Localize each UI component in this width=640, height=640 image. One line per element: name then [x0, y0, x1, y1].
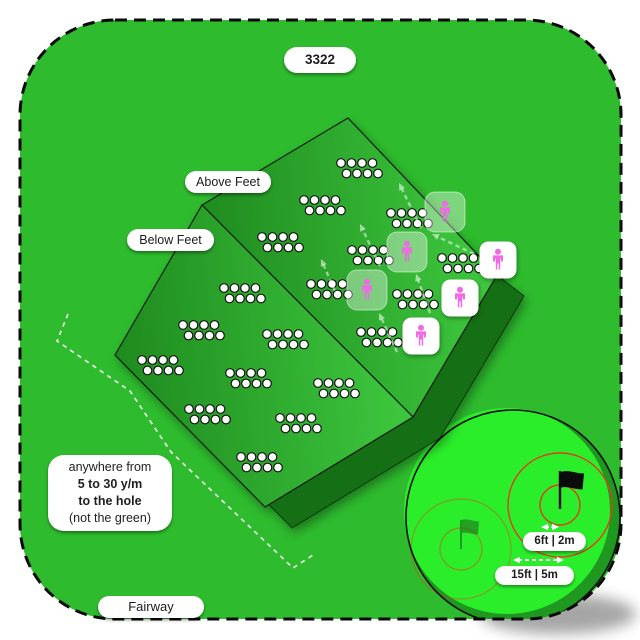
note-line-3: to the hole: [78, 494, 142, 508]
uphill-arrow: [432, 234, 475, 256]
below-feet-label: Below Feet: [127, 229, 214, 251]
dot-cluster: [275, 413, 322, 434]
uphill-arrow: [399, 183, 423, 229]
dot-cluster: [225, 368, 272, 389]
hole-radius-label: 6ft | 2m: [523, 532, 586, 551]
drill-number-pill: 3322: [284, 47, 356, 73]
course-dashed-border: [18, 18, 623, 621]
uphill-arrow: [415, 274, 432, 314]
dot-cluster: [313, 378, 360, 399]
outer-radius-arrow: [513, 556, 564, 564]
practice-zone-boundary: [56, 313, 314, 570]
dot-cluster: [336, 158, 383, 179]
uphill-arrow: [379, 313, 399, 353]
dot-cluster: [306, 279, 353, 300]
dot-cluster: [347, 245, 394, 266]
dot-cluster: [437, 253, 484, 274]
dot-cluster: [299, 195, 346, 216]
ghost-player-icon: [346, 269, 388, 311]
player-icon: [479, 241, 517, 279]
dot-cluster: [137, 355, 184, 376]
outer-radius-label: 15ft | 5m: [495, 566, 574, 585]
note-line-2: 5 to 30 y/m: [77, 477, 143, 491]
dot-cluster: [262, 329, 309, 350]
dot-cluster: [257, 232, 304, 253]
uphill-arrow: [360, 224, 382, 267]
player-icon: [441, 279, 479, 317]
dot-cluster: [219, 283, 266, 304]
below-feet-facet: [114, 204, 414, 508]
fairway-label: Fairway: [98, 596, 204, 618]
hole-radius-arrow: [541, 523, 559, 531]
note-line-1: anywhere from: [68, 460, 152, 474]
dot-cluster: [356, 327, 403, 348]
slope-direction-arrows: [320, 183, 475, 353]
ghost-player-icon: [424, 191, 466, 233]
dot-cluster: [184, 404, 231, 425]
distance-note: anywhere from 5 to 30 y/m to the hole (n…: [48, 455, 172, 531]
inset-detail-circle: [404, 408, 621, 619]
dot-cluster: [178, 320, 225, 341]
uphill-arrow: [320, 259, 340, 299]
note-line-4: (not the green): [69, 511, 151, 525]
above-feet-label: Above Feet: [185, 171, 271, 193]
flag-icon: [507, 452, 613, 558]
dot-cluster: [392, 289, 439, 310]
player-icon: [402, 317, 440, 355]
dot-cluster: [236, 452, 283, 473]
ghost-player-icon: [386, 231, 428, 273]
